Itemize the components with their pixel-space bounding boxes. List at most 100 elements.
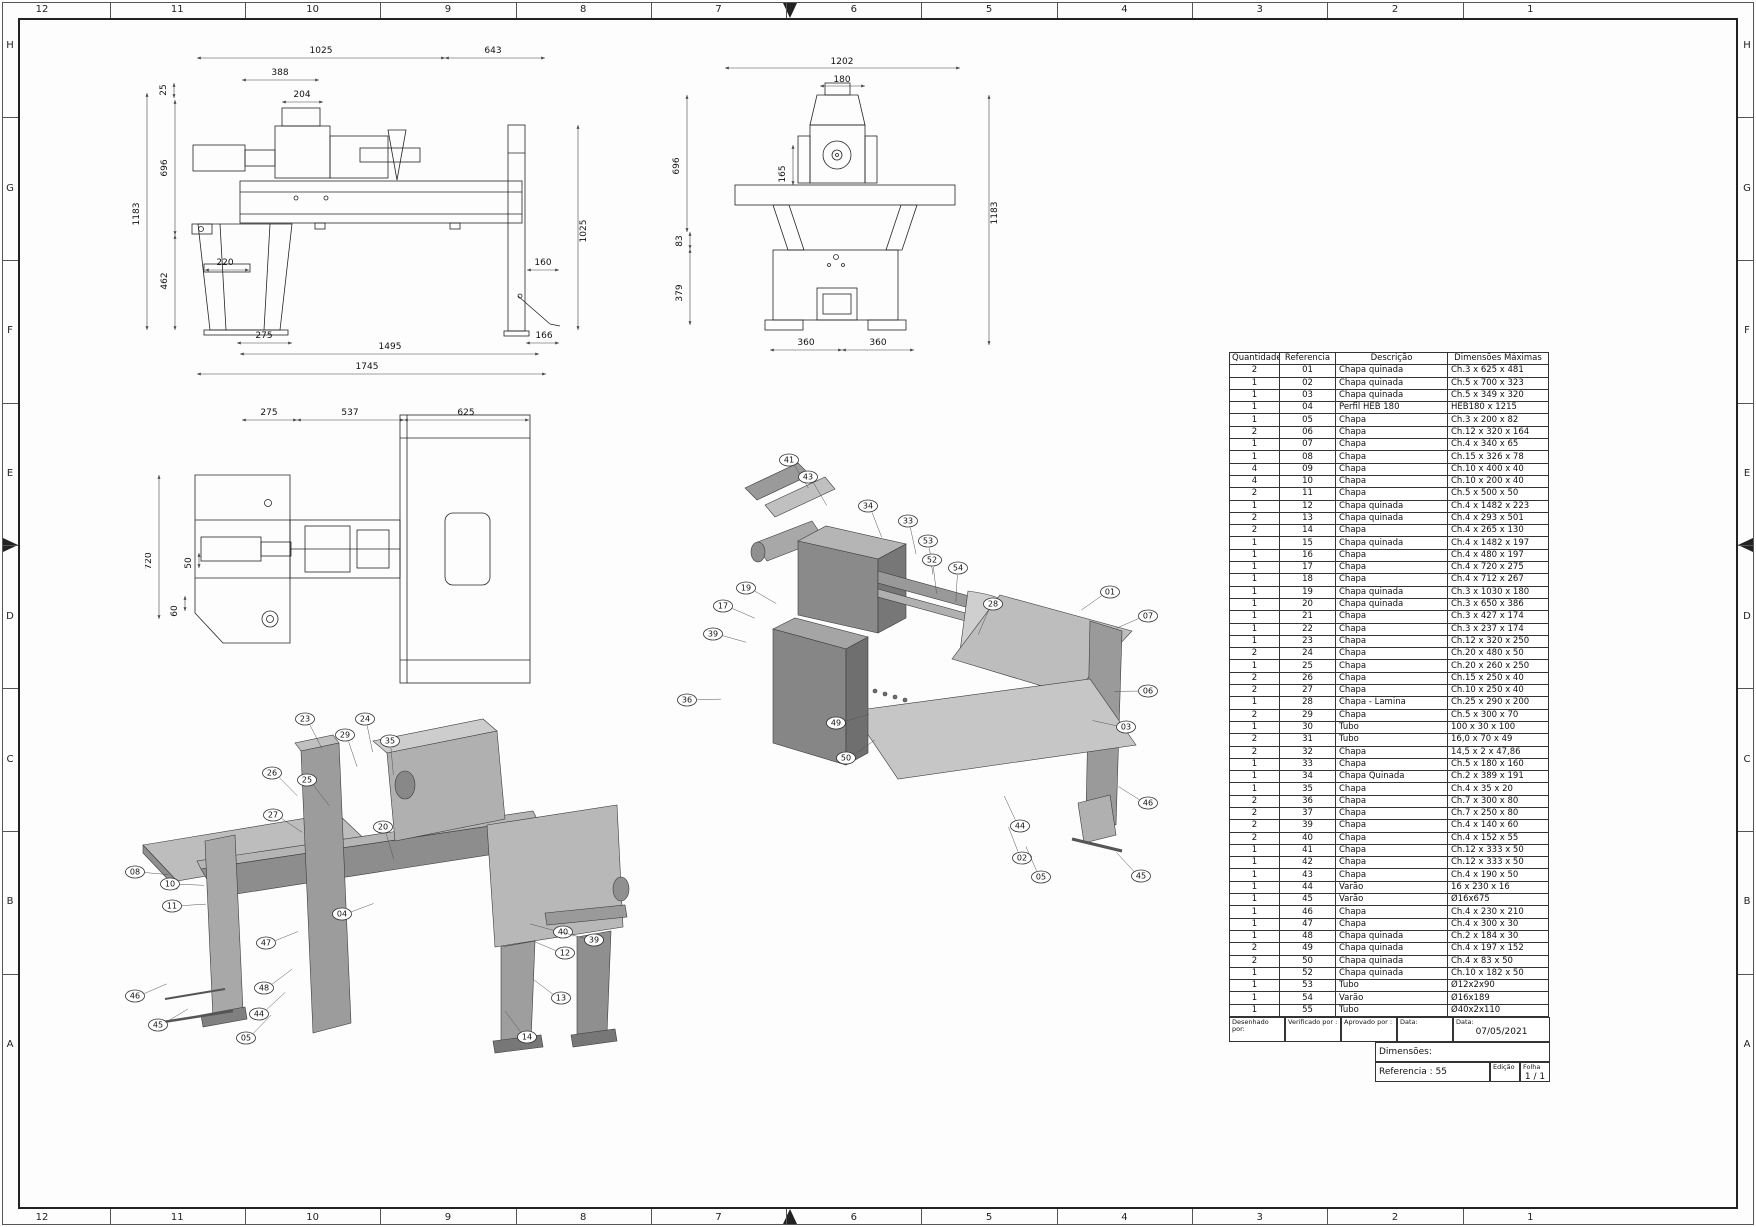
grid-tick <box>244 1209 246 1225</box>
descricao-cell: Chapa <box>1335 548 1448 563</box>
qty-cell: 1 <box>1229 917 1280 931</box>
ref-cell: 23 <box>1279 634 1336 649</box>
dimensoes-cell: Ch.4 x 265 x 130 <box>1447 524 1549 538</box>
callout-leader <box>955 574 958 602</box>
svg-text:04: 04 <box>337 910 347 919</box>
dimensoes-cell: 16 x 230 x 16 <box>1447 880 1549 895</box>
ref-cell: 04 <box>1279 401 1336 415</box>
part-callout: 02 <box>1012 851 1032 865</box>
descricao-cell: Chapa quinada <box>1335 597 1448 612</box>
descricao-cell: Chapa <box>1335 474 1448 489</box>
descricao-cell: Chapa <box>1335 806 1448 821</box>
dimensoes-cell: Ch.12 x 320 x 164 <box>1447 425 1549 440</box>
qty-cell: 2 <box>1229 733 1280 747</box>
dimensoes-cell: Ø16x189 <box>1447 991 1549 1005</box>
ref-cell: 22 <box>1279 622 1336 636</box>
grid-tick <box>786 2 788 18</box>
ref-cell: 12 <box>1279 499 1336 513</box>
svg-text:05: 05 <box>1036 873 1046 882</box>
qty-cell: 1 <box>1229 659 1280 673</box>
part-callout: 14 <box>517 1030 537 1044</box>
grid-row-label-right: B <box>1743 896 1751 908</box>
ref-cell: 07 <box>1279 438 1336 452</box>
center-mark-left <box>3 538 18 552</box>
dimensoes-cell: Ch.2 x 389 x 191 <box>1447 770 1549 784</box>
part-callout: 26 <box>262 766 282 780</box>
ref-cell: 09 <box>1279 462 1336 476</box>
dimension-label: 1025 <box>310 46 333 56</box>
ref-cell: 27 <box>1279 684 1336 698</box>
ref-cell: 55 <box>1279 1003 1336 1018</box>
svg-text:33: 33 <box>903 517 913 526</box>
callout-leader <box>845 714 869 722</box>
descricao-cell: Chapa <box>1335 573 1448 587</box>
descricao-cell: Chapa - Lamina <box>1335 696 1448 710</box>
part-callout: 05 <box>1031 870 1051 884</box>
grid-col-label-bottom: 5 <box>985 1212 993 1223</box>
qty-cell: 1 <box>1229 966 1280 981</box>
part-callout: 47 <box>256 936 276 950</box>
dimension-label: 360 <box>869 338 886 348</box>
part-callout: 46 <box>1138 796 1158 810</box>
dimension-label: 462 <box>160 272 170 289</box>
ref-cell: 41 <box>1279 843 1336 858</box>
callout-leader <box>253 1014 272 1034</box>
dimension-label: 388 <box>271 68 288 78</box>
descricao-cell: Chapa quinada <box>1335 511 1448 526</box>
callout-leader <box>977 610 989 635</box>
grid-tick <box>380 2 382 18</box>
qty-cell: 1 <box>1229 622 1280 636</box>
grid-tick <box>2 545 18 547</box>
dimension-label: 1025 <box>579 220 589 243</box>
part-callout: 28 <box>983 597 1003 611</box>
qty-cell: 1 <box>1229 376 1280 390</box>
dimension-label: 60 <box>170 605 180 617</box>
grid-col-label-bottom: 2 <box>1391 1212 1399 1223</box>
top-view-machine <box>194 414 531 684</box>
ref-cell: 36 <box>1279 794 1336 808</box>
qty-cell: 1 <box>1229 573 1280 587</box>
dimensoes-cell: Ch.4 x 480 x 197 <box>1447 548 1549 563</box>
svg-text:43: 43 <box>803 473 813 482</box>
grid-row-label-left: F <box>7 325 13 337</box>
dimensoes-cell: Ch.4 x 83 x 50 <box>1447 954 1549 968</box>
svg-text:29: 29 <box>340 731 350 740</box>
descricao-cell: Chapa <box>1335 634 1448 649</box>
grid-tick <box>2 402 18 404</box>
svg-text:07: 07 <box>1143 612 1153 621</box>
callout-leader <box>1092 720 1117 726</box>
date-label-2: Data: <box>1456 1018 1474 1026</box>
part-callout: 39 <box>584 933 604 947</box>
ref-cell: 18 <box>1279 573 1336 587</box>
callout-leader <box>281 818 303 833</box>
qty-cell: 1 <box>1229 634 1280 649</box>
descricao-cell: Chapa <box>1335 917 1448 931</box>
part-callout: 46 <box>125 989 145 1003</box>
descricao-cell: Tubo <box>1335 979 1448 993</box>
dimension-label: 1183 <box>132 203 142 226</box>
ref-cell: 05 <box>1279 413 1336 427</box>
grid-col-label-bottom: 11 <box>170 1212 184 1223</box>
dimension-label: 50 <box>184 557 194 569</box>
qty-cell: 4 <box>1229 474 1280 489</box>
descricao-cell: Chapa <box>1335 610 1448 624</box>
ref-cell: 08 <box>1279 450 1336 464</box>
part-callout: 39 <box>703 627 723 641</box>
grid-col-label-bottom: 8 <box>580 1212 587 1223</box>
